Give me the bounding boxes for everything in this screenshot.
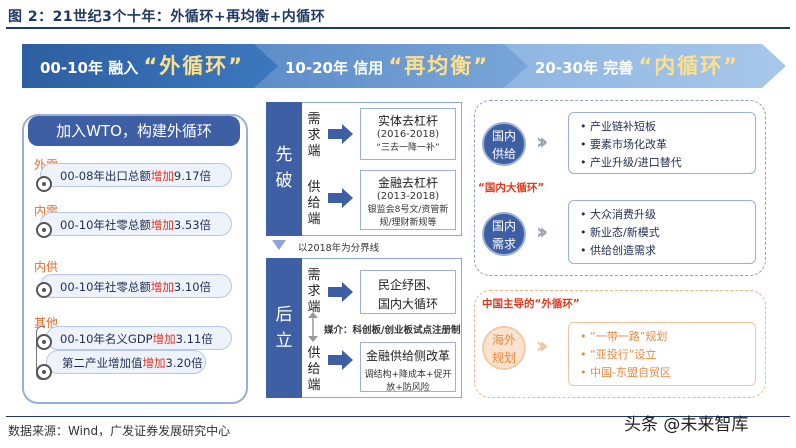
- phase-3-quote: “内循环”: [638, 54, 740, 78]
- supply-item-2: • 要素市场化改革: [580, 138, 667, 151]
- category-domestic-supply: 内供: [34, 260, 59, 274]
- overseas-plan-circle: 海外规划: [482, 326, 526, 370]
- break-first-label-bg: 先破: [266, 102, 302, 236]
- entity-deleveraging-years: (2016-2018): [376, 129, 440, 140]
- financial-deleveraging-note-2: 规/理财新规等: [379, 218, 437, 228]
- establish-later-label: 后立: [275, 305, 293, 351]
- phase-1-quote: “外循环”: [143, 54, 245, 78]
- domestic-supply-circle: 国内供给: [482, 122, 526, 166]
- demand-item-3: • 供给创造需求: [580, 244, 656, 257]
- title-rule: [6, 27, 790, 29]
- domestic-supply-label: 国内供给: [491, 129, 516, 161]
- financial-reform-title: 金融供给侧改革: [365, 349, 450, 363]
- entity-deleveraging-box: 实体去杠杆 (2016-2018) “三去一降一补”: [360, 108, 456, 160]
- phase-2-verb: 信用: [353, 59, 384, 77]
- phase-1-verb: 融入: [108, 59, 139, 77]
- stat-retail-1: 00-10年社零总额增加3.53倍: [60, 218, 212, 232]
- arrow-icon: [328, 124, 353, 144]
- arrow-icon: [328, 282, 353, 302]
- bullet-circle: [36, 282, 52, 298]
- financial-reform-note-2: 放+防风险: [386, 383, 430, 393]
- domestic-cycle-title: 国内大循环: [377, 297, 438, 311]
- figure-title: 图 2：21世纪3个十年：外循环+再均衡+内循环: [8, 9, 326, 25]
- watermark: 头条 @未来智库: [624, 415, 749, 435]
- stat-bar: [40, 212, 232, 236]
- supply-list: [568, 112, 756, 174]
- break-first-label: 先破: [275, 145, 293, 191]
- financial-deleveraging-title: 金融去杠杆: [377, 176, 438, 190]
- double-chevron-icon: ››: [536, 130, 548, 155]
- footer-rule: [6, 416, 790, 417]
- domestic-demand-circle: 国内需求: [482, 212, 526, 256]
- demand-list: [568, 200, 756, 264]
- bullet-circle: [36, 176, 52, 192]
- supply-side-label-2: 供给端: [307, 346, 321, 393]
- domestic-demand-label: 国内需求: [491, 219, 516, 251]
- catalyst-label: 媒介：科创板/创业板试点注册制: [324, 325, 461, 336]
- financial-deleveraging-years: (2013-2018): [376, 191, 440, 202]
- financial-deleveraging-box: 金融去杠杆 (2013-2018) 银监会8号文/资管新 规/理财新规等: [360, 170, 456, 230]
- stat-bar: [46, 326, 232, 350]
- overseas-item-3: • 中国-东盟自贸区: [580, 366, 671, 379]
- source-note: 数据来源：Wind，广发证券发展研究中心: [8, 424, 231, 438]
- double-chevron-icon: ››: [536, 334, 548, 359]
- demand-side-label: 需求端: [307, 112, 321, 159]
- down-triangle-icon: [272, 240, 286, 250]
- financial-reform-note-1: 调结构+降成本+促开: [364, 370, 452, 380]
- phase-2-quote: “再均衡”: [388, 54, 490, 78]
- phase-3-period: 20-30年: [535, 59, 598, 77]
- phase-chevron-2: [252, 44, 528, 88]
- financial-deleveraging-note-1: 银监会8号文/资管新: [367, 205, 449, 215]
- stat-export: 00-08年出口总额增加9.17倍: [60, 169, 212, 183]
- bullet-circle: [36, 364, 52, 380]
- arrow-icon: [328, 350, 353, 370]
- entity-deleveraging-note: “三去一降一补”: [376, 143, 440, 153]
- phase-chevron-1: [22, 44, 278, 88]
- overseas-item-1: • “一带一路”规划: [580, 330, 668, 343]
- financial-reform-box: 金融供给侧改革 调结构+降成本+促开 放+防风险: [360, 342, 456, 393]
- supply-item-1: • 产业链补短板: [580, 120, 656, 133]
- phase-chevron-3: [502, 44, 786, 88]
- private-bailout-title: 民企纾困、: [377, 278, 438, 292]
- overseas-plan-label: 海外规划: [491, 333, 516, 365]
- domestic-cycle-tag: “国内大循环”: [478, 182, 545, 194]
- phase-3-label: 20-30年 完善 “内循环”: [535, 50, 739, 80]
- stat-bar: [40, 274, 232, 298]
- phase-3-verb: 完善: [603, 59, 634, 77]
- wto-panel-header: 加入WTO，构建外循环: [28, 116, 240, 146]
- stat-retail-2: 00-10年社零总额增加3.10倍: [60, 280, 212, 294]
- establish-later-label-bg: 后立: [266, 258, 302, 398]
- demand-item-2: • 新业态/新模式: [580, 226, 660, 239]
- stat-gdp: 00-10年名义GDP增加3.11倍: [60, 332, 213, 346]
- bullet-circle: [36, 222, 52, 238]
- phase-2-period: 10-20年: [285, 59, 348, 77]
- china-led-tag: 中国主导的“外循环”: [482, 298, 580, 310]
- phase-1-period: 00-10年: [40, 59, 103, 77]
- phase-2-label: 10-20年 信用 “再均衡”: [285, 50, 489, 80]
- demand-item-1: • 大众消费升级: [580, 208, 656, 221]
- arrow-icon: [328, 188, 353, 208]
- stat-bar: [46, 350, 206, 374]
- double-chevron-icon: ››: [536, 220, 548, 245]
- demand-side-label-2: 需求端: [307, 268, 321, 315]
- stat-secondary-industry: 第二产业增加值增加3.20倍: [62, 356, 203, 370]
- overseas-item-2: • “亚投行”设立: [580, 348, 657, 361]
- entity-deleveraging-title: 实体去杠杆: [377, 114, 438, 128]
- private-bailout-box: 民企纾困、 国内大循环: [360, 270, 456, 314]
- overseas-list: [568, 322, 756, 386]
- stat-bar: [40, 163, 232, 187]
- phase-1-label: 00-10年 融入 “外循环”: [40, 50, 244, 80]
- updown-arrow-icon: [308, 312, 318, 342]
- supply-item-3: • 产业升级/进口替代: [580, 156, 682, 169]
- supply-side-label: 供给端: [307, 180, 321, 227]
- bullet-circle: [36, 334, 52, 350]
- divider-label: 以2018年为分界线: [298, 243, 380, 254]
- phase-banner: [22, 44, 786, 88]
